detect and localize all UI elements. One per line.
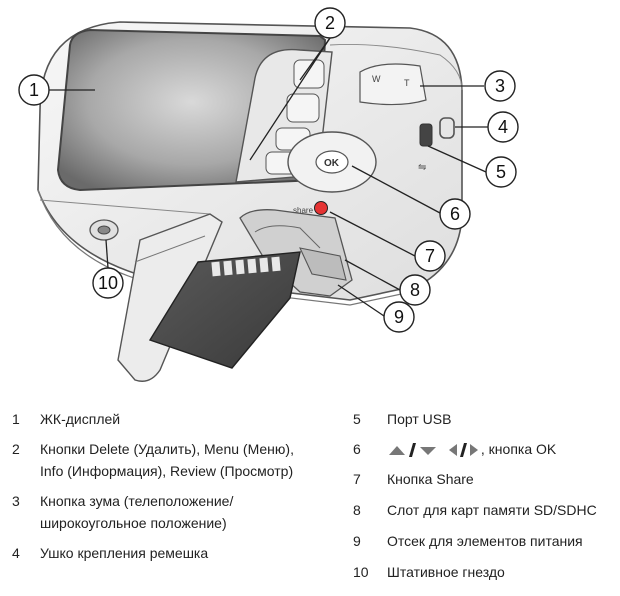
zoom-t-label: T bbox=[404, 78, 410, 88]
legend-text: широкоугольное положение) bbox=[40, 515, 227, 531]
zoom-button: W T bbox=[359, 63, 427, 106]
legend-text: Info (Информация), Review (Просмотр) bbox=[40, 463, 294, 479]
legend-text: Кнопка зума (телеположение/ bbox=[40, 493, 234, 509]
svg-text:6: 6 bbox=[450, 204, 460, 224]
callout-10: 10 bbox=[92, 267, 124, 299]
callout-1: 1 bbox=[18, 74, 50, 106]
zoom-w-label: W bbox=[372, 74, 381, 84]
svg-text:10: 10 bbox=[98, 273, 118, 293]
legend-text: Ушко крепления ремешка bbox=[40, 545, 209, 561]
legend-number: 3 bbox=[12, 493, 20, 509]
camera-illustration: W T OK ⇋ share bbox=[18, 7, 519, 382]
svg-text:9: 9 bbox=[394, 307, 404, 327]
sd-card bbox=[148, 251, 301, 369]
left-right-arrows-icon bbox=[448, 443, 478, 458]
legend-text: Порт USB bbox=[387, 411, 452, 427]
legend-number: 8 bbox=[353, 502, 361, 518]
tripod-socket bbox=[89, 219, 119, 241]
callout-6: 6 bbox=[439, 198, 471, 230]
nav-pad: OK bbox=[287, 131, 377, 193]
callout-7: 7 bbox=[414, 240, 446, 272]
legend-text: Отсек для элементов питания bbox=[387, 533, 583, 549]
callouts: 1 2 3 4 5 6 7 8 bbox=[18, 7, 519, 333]
svg-text:⇋: ⇋ bbox=[418, 162, 426, 173]
up-down-arrows-icon bbox=[389, 443, 436, 458]
share-label: share bbox=[293, 206, 314, 215]
svg-text:5: 5 bbox=[496, 162, 506, 182]
callout-9: 9 bbox=[383, 301, 415, 333]
strap-eyelet bbox=[439, 117, 455, 139]
svg-text:7: 7 bbox=[425, 246, 435, 266]
leader-lines bbox=[48, 37, 488, 317]
legend-number: 5 bbox=[353, 411, 361, 427]
share-button: share bbox=[293, 201, 328, 215]
legend-text-row: , кнопка OK bbox=[387, 437, 556, 461]
legend-number: 2 bbox=[12, 441, 20, 457]
callout-2: 2 bbox=[314, 7, 346, 39]
legend-number: 4 bbox=[12, 545, 20, 561]
legend-number: 9 bbox=[353, 533, 361, 549]
legend-text: , кнопка OK bbox=[480, 441, 557, 457]
svg-text:2: 2 bbox=[325, 13, 335, 33]
legend-number: 7 bbox=[353, 471, 361, 487]
callout-5: 5 bbox=[485, 156, 517, 188]
callout-4: 4 bbox=[487, 111, 519, 143]
svg-text:1: 1 bbox=[29, 80, 39, 100]
legend-number: 6 bbox=[353, 441, 361, 457]
legend-text: ЖК-дисплей bbox=[40, 411, 121, 427]
svg-text:3: 3 bbox=[495, 76, 505, 96]
svg-text:4: 4 bbox=[498, 117, 508, 137]
legend-text: Кнопки Delete (Удалить), Menu (Меню), bbox=[40, 441, 294, 457]
usb-port: ⇋ bbox=[418, 123, 433, 173]
card-slot bbox=[299, 247, 347, 281]
legend-number: 1 bbox=[12, 411, 20, 427]
legend-text: Слот для карт памяти SD/SDHC bbox=[387, 502, 597, 518]
ok-label: OK bbox=[324, 158, 340, 169]
svg-text:8: 8 bbox=[410, 280, 420, 300]
callout-8: 8 bbox=[399, 274, 431, 306]
legend-text: Штативное гнездо bbox=[387, 564, 505, 580]
legend-text: Кнопка Share bbox=[387, 471, 474, 487]
callout-3: 3 bbox=[484, 70, 516, 102]
legend-number: 10 bbox=[353, 564, 369, 580]
